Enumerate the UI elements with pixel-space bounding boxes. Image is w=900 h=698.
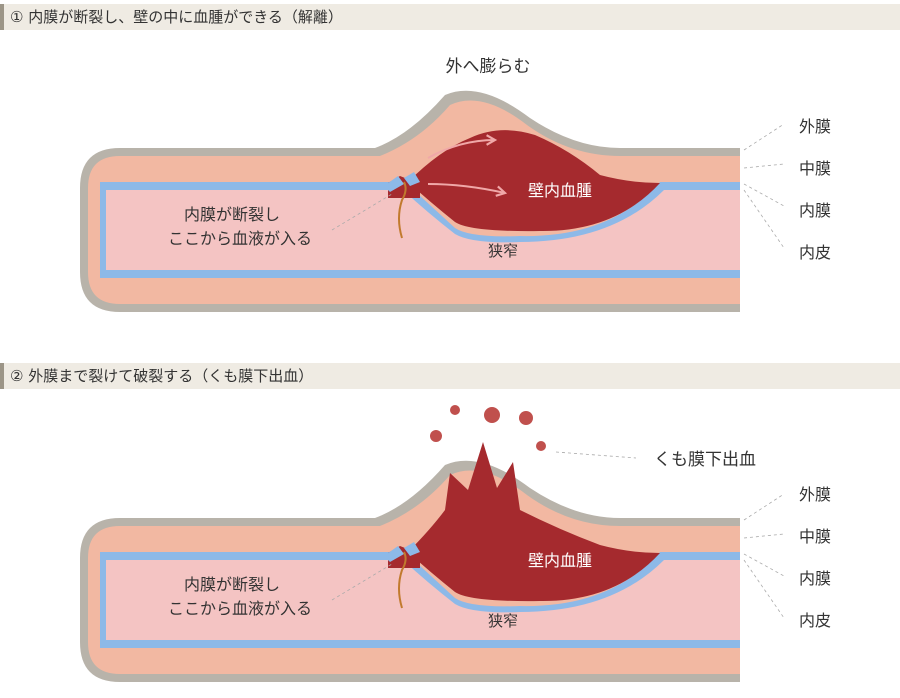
intramural-hematoma — [408, 442, 660, 602]
lumen — [106, 560, 740, 640]
leader-adventitia — [743, 123, 785, 151]
bulge-label: 外へ膨らむ — [446, 57, 531, 77]
lumen — [106, 190, 740, 270]
blood-entry-arrow — [398, 551, 407, 609]
layer-label-media: 中膜 — [799, 527, 831, 546]
tear-label-line2: ここから血液が入る — [168, 599, 312, 618]
leader-media — [743, 163, 785, 169]
artery-diagram-2 — [80, 405, 785, 682]
blood-droplet — [430, 430, 442, 442]
narrowing-label: 狭窄 — [488, 242, 518, 260]
layer-label-adventitia: 外膜 — [799, 117, 831, 136]
rupture-label: くも膜下出血 — [654, 450, 756, 470]
rupture-leader-line — [555, 451, 637, 459]
blood-droplet — [536, 441, 546, 451]
expansion-arrow-right — [427, 183, 508, 197]
leader-media — [743, 533, 785, 539]
tear-label-line1: 内膜が断裂し — [184, 205, 280, 224]
intramural-hematoma — [408, 130, 660, 232]
intimal-flap — [384, 176, 404, 192]
artery-diagram-1 — [80, 90, 785, 312]
hematoma-label: 壁内血腫 — [528, 181, 592, 200]
narrowing-label: 狭窄 — [488, 612, 518, 630]
intimal-flap — [384, 546, 404, 562]
leader-endothelium — [743, 189, 785, 249]
tear-label-line2: ここから血液が入る — [168, 229, 312, 248]
leader-intima — [743, 183, 785, 207]
layer-label-endothelium: 内皮 — [799, 243, 831, 262]
expansion-arrow-up — [427, 134, 498, 159]
tear-label-line1: 内膜が断裂し — [184, 575, 280, 594]
intimal-flap-2 — [404, 542, 420, 556]
layer-label-media: 中膜 — [799, 159, 831, 178]
blood-droplet — [519, 411, 533, 425]
blood-droplet — [450, 405, 460, 415]
hematoma-label: 壁内血腫 — [528, 551, 592, 570]
layer-label-endothelium: 内皮 — [799, 611, 831, 630]
blood-entry-arrow — [398, 181, 407, 239]
blood-droplet — [484, 407, 500, 423]
layer-label-intima: 内膜 — [799, 569, 831, 588]
section-1-header: ① 内膜が断裂し、壁の中に血腫ができる（解離） — [0, 4, 900, 30]
layer-label-intima: 内膜 — [799, 201, 831, 220]
intimal-flap-2 — [404, 172, 420, 186]
layer-label-adventitia: 外膜 — [799, 485, 831, 504]
leader-adventitia — [743, 493, 785, 521]
leader-intima — [743, 553, 785, 577]
leader-endothelium — [743, 559, 785, 619]
section-2-header: ② 外膜まで裂けて破裂する（くも膜下出血） — [0, 363, 900, 389]
